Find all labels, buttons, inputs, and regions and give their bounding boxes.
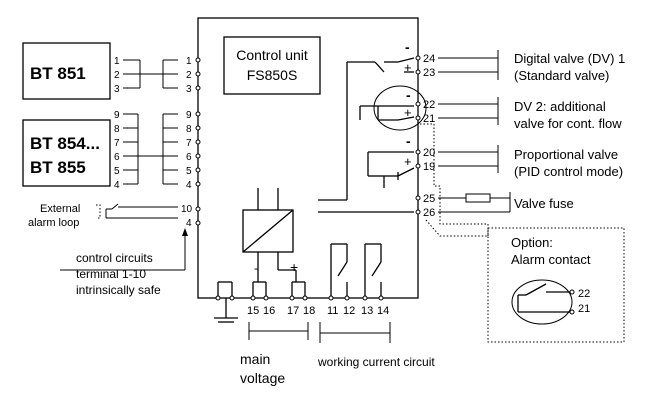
dv2-label-2: valve for cont. flow	[514, 116, 622, 131]
option-terminal-21: 21	[578, 303, 590, 315]
svg-text:15: 15	[247, 305, 259, 317]
svg-text:26: 26	[423, 207, 435, 219]
svg-text:14: 14	[377, 305, 389, 317]
svg-text:5: 5	[114, 166, 120, 177]
svg-text:9: 9	[114, 110, 120, 121]
svg-text:11: 11	[327, 305, 338, 317]
option-subtitle: Alarm contact	[511, 252, 591, 267]
svg-text:7: 7	[186, 138, 192, 149]
bt854-wiring	[123, 113, 178, 185]
option-title: Option:	[511, 235, 553, 250]
svg-text:3: 3	[186, 84, 192, 95]
svg-text:24: 24	[423, 53, 435, 65]
option-alarm-contact	[511, 279, 575, 325]
main-voltage-bracket	[248, 322, 309, 340]
valve-fuse-label: Valve fuse	[514, 196, 574, 211]
left-terminal-points	[195, 57, 201, 226]
svg-text:25: 25	[423, 193, 435, 205]
svg-text:8: 8	[186, 124, 192, 135]
internal-proportional-circuit	[318, 151, 415, 213]
intrinsic-note-pointer	[60, 228, 188, 271]
alarm-terminal-4: 4	[186, 218, 192, 229]
svg-text:19: 19	[423, 161, 435, 173]
working-relays	[330, 243, 382, 296]
right-terminal-points	[415, 55, 421, 215]
bt854-left-terminals: 9 8 7 6 5 4	[114, 110, 120, 191]
svg-text:3: 3	[114, 84, 120, 95]
svg-text:2: 2	[114, 70, 120, 81]
internal-dv1-circuit	[318, 57, 415, 201]
main-voltage-label-2: voltage	[240, 370, 285, 386]
bt851-label: BT 851	[30, 64, 86, 83]
svg-text:2: 2	[186, 70, 192, 81]
svg-text:8: 8	[114, 124, 120, 135]
svg-text:20: 20	[423, 147, 435, 159]
main-voltage-label-1: main	[240, 351, 270, 367]
svg-text:9: 9	[186, 110, 192, 121]
internal-dv2-circuit	[359, 85, 427, 131]
control-unit-box	[197, 17, 419, 299]
svg-text:23: 23	[423, 67, 435, 79]
transformer-plus: +	[290, 259, 298, 275]
dv1-plus: +	[404, 60, 412, 75]
svg-text:16: 16	[263, 305, 275, 317]
external-alarm-label-1: External	[40, 203, 80, 215]
bt854-right-terminals: 9 8 7 6 5 4	[186, 110, 192, 191]
svg-text:4: 4	[186, 180, 192, 191]
svg-text:6: 6	[114, 152, 120, 163]
transformer-minus: -	[254, 261, 258, 275]
bt851-box	[22, 42, 111, 100]
bt851-right-terminals: 1 2 3	[186, 56, 192, 95]
svg-text:21: 21	[423, 113, 435, 125]
working-current-label: working current circuit	[317, 355, 435, 369]
control-unit-model: FS850S	[247, 67, 298, 83]
prop-label-1: Proportional valve	[514, 147, 618, 162]
bottom-terminal-labels: 15 16 17 18 11 12 13 14	[247, 305, 389, 317]
bt854-box	[22, 119, 111, 187]
svg-text:22: 22	[423, 99, 435, 111]
dv2-plus: +	[404, 105, 412, 120]
svg-text:12: 12	[343, 305, 355, 317]
prop-plus: +	[404, 154, 412, 169]
prop-label-2: (PID control mode)	[514, 164, 623, 179]
intrinsic-note-line3: intrinsically safe	[76, 283, 161, 297]
ground-symbol	[214, 281, 238, 323]
svg-text:7: 7	[114, 138, 120, 149]
control-unit-title: Control unit	[236, 47, 308, 63]
bt851-left-terminals: 1 2 3	[114, 56, 120, 95]
svg-text:1: 1	[186, 56, 192, 67]
option-terminal-22: 22	[578, 288, 590, 300]
control-unit-label-box	[223, 36, 321, 95]
dv1-label-2: (Standard valve)	[514, 68, 609, 83]
intrinsic-note-line1: control circuits	[76, 251, 153, 265]
prop-minus: -	[406, 133, 411, 149]
bt855-label: BT 855	[30, 158, 86, 177]
dv1-minus: -	[405, 39, 410, 55]
svg-text:18: 18	[303, 305, 315, 317]
svg-text:4: 4	[114, 180, 120, 191]
dv2-label-1: DV 2: additional	[514, 99, 606, 114]
working-current-bracket	[319, 322, 391, 343]
svg-text:17: 17	[287, 305, 299, 317]
external-alarm-label-2: alarm loop	[28, 217, 79, 229]
svg-text:6: 6	[186, 152, 192, 163]
svg-text:1: 1	[114, 56, 120, 67]
right-terminal-labels: 24 23 22 21 20 19 25 26	[423, 53, 435, 219]
dv1-label-1: Digital valve (DV) 1	[514, 51, 625, 66]
bottom-stub-wires	[252, 281, 306, 296]
transformer-symbol	[242, 188, 297, 282]
dv2-minus: -	[406, 87, 411, 103]
alarm-loop-wiring	[96, 203, 178, 219]
alarm-terminal-10: 10	[181, 204, 193, 215]
bt851-wiring	[123, 59, 178, 89]
svg-text:13: 13	[361, 305, 373, 317]
intrinsic-note-line2: terminal 1-10	[76, 267, 146, 281]
output-wires	[438, 50, 511, 213]
option-dotted-outline	[420, 123, 625, 343]
svg-text:5: 5	[186, 166, 192, 177]
bt854-label: BT 854...	[30, 134, 100, 153]
